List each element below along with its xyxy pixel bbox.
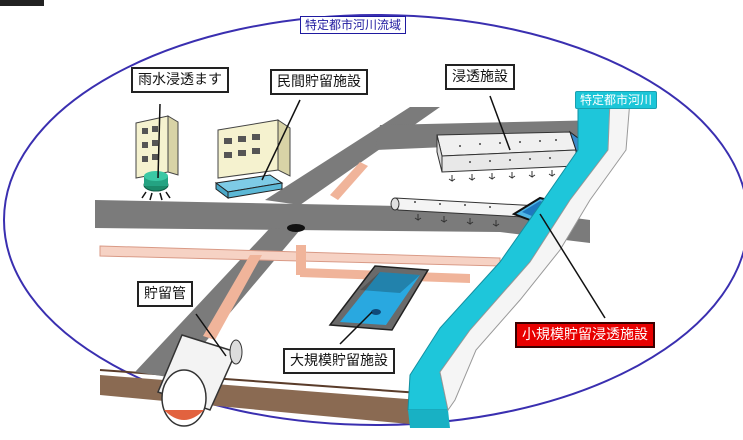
private-storage-label: 民間貯留施設: [270, 69, 368, 95]
road-diagonal-upper: [265, 107, 440, 205]
manhole: [287, 224, 305, 232]
large-storage-basin: [328, 265, 430, 331]
building-large: [214, 119, 291, 199]
rainwater-infiltration-label: 雨水浸透ます: [131, 67, 229, 93]
river-label: 特定都市河川: [575, 91, 658, 109]
storage-pipe-cylinder: [156, 334, 243, 427]
corner-mark: [0, 0, 44, 6]
leader-lines: [157, 95, 606, 357]
pipe-vertical: [296, 245, 306, 275]
building-small: [135, 115, 179, 201]
infiltration-facility-label: 浸透施設: [445, 64, 515, 90]
storage-pipe-label: 貯留管: [137, 281, 193, 307]
large-storage-label: 大規模貯留施設: [283, 348, 395, 374]
small-storage-label: 小規模貯留浸透施設: [515, 322, 655, 348]
infiltration-block: [436, 130, 579, 182]
basin-boundary: [3, 14, 743, 426]
river: [407, 94, 631, 428]
pipe-diagonal: [330, 162, 368, 200]
pipe-down: [203, 255, 262, 340]
basin-label: 特定都市河川流域: [300, 16, 407, 34]
road-diagonal-lower: [135, 228, 300, 378]
